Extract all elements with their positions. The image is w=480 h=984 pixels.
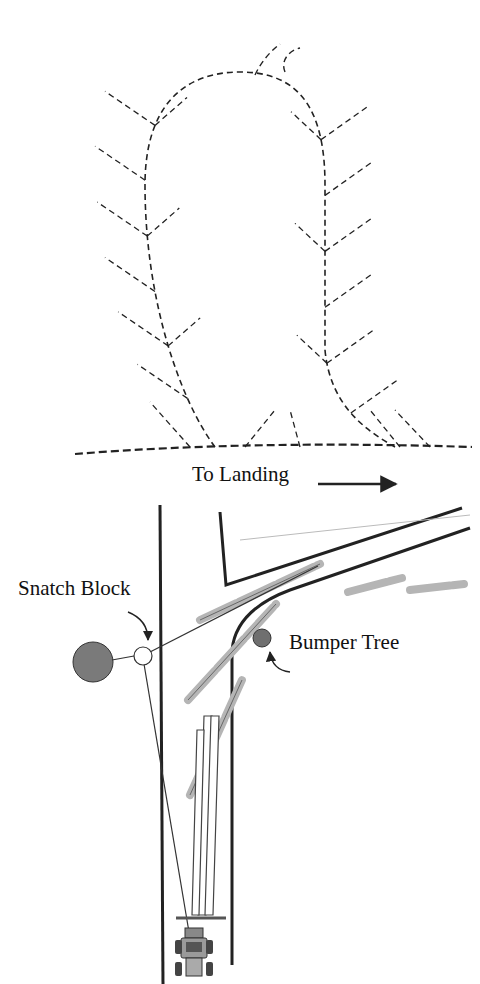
skid-trail-branch <box>137 364 187 398</box>
trail-edge <box>232 528 470 965</box>
skid-trail-branch <box>291 112 321 140</box>
skid-trail-branch <box>370 410 400 447</box>
leader-arrow <box>128 612 148 640</box>
skid-trail-branch <box>95 146 145 180</box>
haul-road <box>75 445 472 454</box>
strap <box>112 656 134 660</box>
skid-trail-branch <box>290 410 300 447</box>
skid-trail-branch <box>351 379 399 413</box>
anchor-tree <box>73 642 113 682</box>
callout-label: Snatch Block <box>16 576 133 600</box>
skid-trail-branch <box>147 208 179 236</box>
bumper-tree <box>253 629 271 647</box>
skid-trail-branch <box>325 273 373 307</box>
skid-trail-branch <box>327 329 375 363</box>
skid-trail-branch <box>155 97 187 125</box>
skid-trail-branch <box>321 106 369 140</box>
skid-trail <box>255 44 300 75</box>
skidder <box>175 928 213 976</box>
trail-edge <box>160 505 163 984</box>
skid-trail-branch <box>325 161 373 195</box>
leader-arrow <box>270 652 290 672</box>
skid-trail-branch <box>118 312 168 346</box>
winch-cable <box>143 658 190 938</box>
snatch-block <box>134 647 152 665</box>
skid-trail <box>145 72 395 447</box>
trail-edge <box>240 515 470 540</box>
skid-trail-branch <box>297 335 327 363</box>
log-bundle <box>192 716 219 915</box>
skid-trail-branch <box>150 402 190 447</box>
skid-trail-branch <box>168 318 200 346</box>
skid-trail-branch <box>97 202 147 236</box>
skid-trail-branches <box>95 91 430 447</box>
skid-trail-branch <box>295 223 325 251</box>
skid-trail-branch <box>325 217 373 251</box>
log <box>188 564 464 795</box>
arch <box>176 917 226 920</box>
skid-trail-branch <box>105 258 155 292</box>
skid-trail-branch <box>105 91 155 125</box>
skid-trail-branch <box>395 410 430 447</box>
callout-label: Bumper Tree <box>287 630 401 654</box>
direction-arrow <box>318 483 396 486</box>
skid-trail-branch <box>245 410 275 447</box>
callout-label: To Landing <box>190 462 291 486</box>
